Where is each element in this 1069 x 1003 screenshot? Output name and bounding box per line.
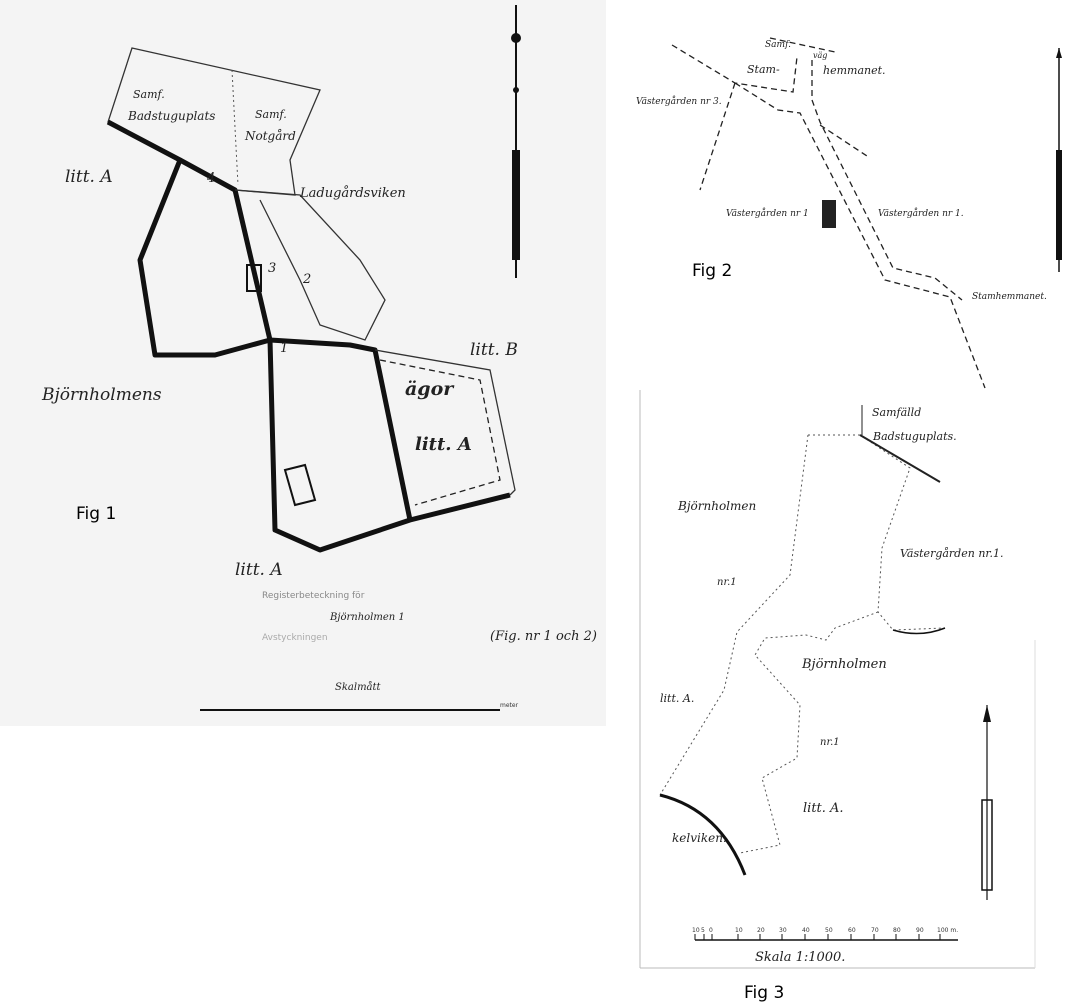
parcel-number: 1 <box>280 341 288 356</box>
boundary <box>734 82 986 389</box>
scale-tick-label: 20 <box>757 927 765 934</box>
north-arrow-icon <box>1056 48 1062 272</box>
boundary <box>739 611 879 854</box>
scale-tick-label: 10 <box>692 927 700 934</box>
scale-tick-label: 5 <box>701 927 705 934</box>
legend-line: Registerbeteckning för <box>262 591 365 601</box>
scale-tick-label: 70 <box>871 927 879 934</box>
parcel-number: 4 <box>206 171 215 186</box>
label-litt-a: litt. A. <box>660 692 694 705</box>
scale-title: Skala 1:1000. <box>755 950 845 965</box>
fig1-map: Samf. Badstuguplats Samf. Notgård litt. … <box>0 0 606 726</box>
label-vastergarden-1: Västergården nr 1. <box>878 207 964 219</box>
label-badstuguplats: Badstuguplats <box>127 109 215 123</box>
boundary-east <box>374 349 516 496</box>
parcel-number: 3 <box>268 261 276 276</box>
scale-tick-label: 100 m. <box>937 927 958 934</box>
legend-note: (Fig. nr 1 och 2) <box>490 629 597 644</box>
scale-tick-label: 0 <box>709 927 713 934</box>
shoreline <box>892 627 946 635</box>
label-samf: Samf. <box>255 108 287 121</box>
label-samfalld: Samfälld <box>872 406 921 419</box>
label-bjornholmens: Björnholmens <box>41 385 162 405</box>
label-vastergarden: Västergården nr.1. <box>900 547 1003 560</box>
scale-tick-label: 50 <box>825 927 833 934</box>
label-litt-b: litt. B <box>470 340 518 360</box>
boundary <box>671 44 798 93</box>
label-stam: Stam- <box>747 63 780 76</box>
inner-dash <box>379 359 501 506</box>
label-viken: kelviken. <box>672 831 727 845</box>
road-strip <box>234 189 386 341</box>
fig3-caption: Fig 3 <box>744 983 784 1003</box>
legend-line: Björnholmen 1 <box>329 612 405 623</box>
label-nr1: nr.1 <box>717 577 737 588</box>
scale-tick-label: 60 <box>848 927 856 934</box>
label-agor: ägor <box>405 378 455 400</box>
scale-tick-label: 30 <box>779 927 787 934</box>
label-notgard: Notgård <box>244 128 296 143</box>
label-nr1: nr.1 <box>820 737 840 748</box>
parcel-number: 2 <box>302 272 311 287</box>
fig1-background <box>0 0 606 726</box>
scale-tick-label: 40 <box>802 927 810 934</box>
boundary <box>808 434 946 631</box>
building-icon <box>283 463 317 507</box>
scale-tick-label: 90 <box>916 927 924 934</box>
label-samf: Samf. <box>133 88 165 101</box>
label-litt-a: litt. A <box>235 560 283 580</box>
boundary <box>769 37 836 53</box>
boundary-inner <box>178 157 413 521</box>
label-ladugardsviken: Ladugårdsviken <box>299 185 406 201</box>
scale-tick-label: 80 <box>893 927 901 934</box>
north-arrow-icon <box>981 705 993 900</box>
label-vastergarden-3: Västergården nr 3. <box>636 95 722 107</box>
label-stamhemmanet: Stamhemmanet. <box>972 292 1047 302</box>
boundary-west <box>106 119 511 553</box>
label-hemmanet: hemmanet. <box>823 64 886 77</box>
fig1-caption: Fig 1 <box>76 504 116 524</box>
parcel-divider <box>231 69 239 186</box>
label-vag: väg <box>813 51 827 60</box>
label-bjornholmen: Björnholmen <box>677 499 756 513</box>
boundary <box>819 124 871 159</box>
label-litt-a: litt. A. <box>803 801 844 816</box>
label-badstuguplats: Badstuguplats. <box>872 430 957 443</box>
shoreline <box>659 793 747 876</box>
label-litt-a: litt. A <box>65 167 113 187</box>
building-icon <box>822 200 836 228</box>
scale-title: Skalmått <box>335 681 382 693</box>
boundary <box>659 434 809 796</box>
label-bjornholmen: Björnholmen <box>801 657 887 672</box>
fig2-caption: Fig 2 <box>692 261 732 281</box>
boundary <box>811 60 963 301</box>
scale-tick-label: 10 <box>735 927 743 934</box>
label-litt-a: litt. A <box>415 434 472 455</box>
boundary <box>699 82 736 191</box>
label-samf: Samf. <box>765 40 791 50</box>
fig2-map: Samf. väg Stam- hemmanet. Västergården n… <box>636 37 1062 389</box>
scale-unit: meter <box>500 702 519 709</box>
legend-line: Avstyckningen <box>262 633 328 643</box>
label-vastergarden-1: Västergården nr 1 <box>726 207 809 219</box>
building-icon <box>246 264 262 292</box>
road-line <box>859 434 941 483</box>
north-arrow-icon <box>511 5 521 278</box>
